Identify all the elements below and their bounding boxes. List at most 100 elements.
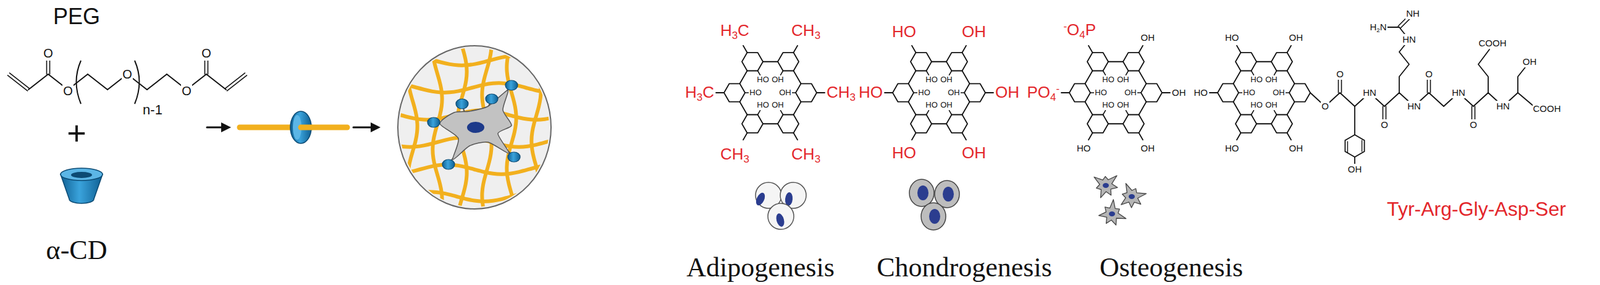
glycosidic-bond xyxy=(1256,122,1272,125)
text-run: H xyxy=(1369,21,1377,33)
text-run: OH xyxy=(1116,100,1130,110)
substituent-label: CH3 xyxy=(790,145,822,164)
mesh-strand xyxy=(389,55,563,65)
substituent-label: H3C xyxy=(719,21,750,41)
substituent-bond xyxy=(985,92,994,94)
glycosidic-bond xyxy=(931,61,947,63)
substituent-label: PO4- xyxy=(1026,83,1061,102)
chondrocyte-icon xyxy=(909,179,935,207)
text-run: OH xyxy=(1289,142,1304,154)
hydroxyl-label: HO xyxy=(917,88,931,98)
polymer-name: PEG xyxy=(52,3,101,30)
hydroxyl-label: OH xyxy=(939,100,954,110)
hydroxyl-bond xyxy=(1274,70,1277,75)
text-run: OH xyxy=(1116,74,1130,85)
substituent-label: OH xyxy=(994,83,1020,102)
hydroxyl-label: OH xyxy=(1123,88,1138,98)
hydroxyl-label: HO xyxy=(1076,142,1092,154)
tethered-cyclodextrin xyxy=(485,93,498,104)
text-run: CH xyxy=(791,144,815,164)
cyclodextrin-cavity xyxy=(71,171,93,178)
encapsulated-cell xyxy=(439,90,512,160)
substituent-bond xyxy=(1236,45,1242,53)
hydroxyl-label: HO xyxy=(1193,87,1209,98)
glycosidic-bond xyxy=(1287,70,1295,84)
glycosidic-bond xyxy=(1085,70,1093,84)
hydroxyl-bond xyxy=(757,110,761,115)
hydroxyl-bond xyxy=(780,70,784,75)
hydroxyl-label: OH xyxy=(1140,32,1156,43)
hydroxyl-bond xyxy=(949,70,952,75)
substituent-label: CH3 xyxy=(790,21,822,41)
glycosidic-bond xyxy=(1139,70,1147,84)
glycosidic-bond xyxy=(1233,101,1242,115)
text-run: OH xyxy=(1265,100,1278,110)
bond-line xyxy=(28,74,49,90)
polymer-thread xyxy=(300,124,312,131)
text-run: HO xyxy=(1225,142,1240,154)
cyclodextrin-icon xyxy=(60,168,103,181)
text-run: OH xyxy=(1272,87,1285,97)
text-run: NH xyxy=(1406,8,1420,19)
osteoblast-icon xyxy=(1098,199,1127,225)
glucose-ring xyxy=(892,83,914,102)
text-run: CH xyxy=(791,21,815,40)
substituent-bond xyxy=(884,92,893,94)
glucose-ring xyxy=(1271,114,1293,133)
text-run: HO xyxy=(1076,142,1091,154)
substituent-bond xyxy=(1088,45,1093,53)
glucose-ring xyxy=(1235,114,1257,133)
text-run: HO xyxy=(1250,74,1263,85)
hydroxyl-label: OH xyxy=(939,75,954,85)
substituent-label: HO xyxy=(891,143,917,163)
hydroxyl-label: OH xyxy=(770,75,785,85)
glycosidic-bond xyxy=(1256,61,1272,63)
chondrocyte-nucleus xyxy=(929,208,941,224)
text-run: OH xyxy=(1265,74,1278,85)
adipocyte-nucleus xyxy=(774,212,786,228)
substituent-bond xyxy=(715,92,725,94)
chondrocyte-nucleus xyxy=(942,186,954,202)
double-bond xyxy=(227,75,248,91)
text-run: O xyxy=(1380,119,1389,130)
atom-label: O xyxy=(42,46,54,61)
hydroxyl-label: OH xyxy=(778,88,792,98)
glucose-ring xyxy=(910,114,932,133)
glycosidic-bond xyxy=(931,122,947,125)
glucose-ring xyxy=(777,114,799,133)
peptide-atom-label: H2N xyxy=(1368,21,1387,33)
glycosidic-bond xyxy=(962,101,970,115)
script-run: 3 xyxy=(743,153,749,165)
atom-label: O xyxy=(181,84,193,99)
hydroxyl-bond xyxy=(949,110,952,115)
text-run: OH xyxy=(961,22,986,41)
phenol-ring xyxy=(1344,134,1365,157)
peptide-atom-label: HN xyxy=(1406,100,1422,112)
text-run: HO xyxy=(925,100,938,110)
substituent-bond xyxy=(1139,45,1144,53)
peptide-backbone xyxy=(1517,92,1534,107)
side-chain xyxy=(1478,49,1490,93)
glucose-ring xyxy=(1087,52,1109,71)
text-run: OH xyxy=(940,74,953,85)
text-run: O xyxy=(63,84,73,98)
substituent-bond xyxy=(911,132,917,140)
hydroxyl-label: HO xyxy=(1101,75,1116,85)
glucose-ring xyxy=(1123,114,1145,133)
text-run: C xyxy=(737,21,750,40)
hydroxyl-label: HO xyxy=(1094,88,1108,98)
glycosidic-bond xyxy=(762,61,778,63)
peptide-atom-label: O xyxy=(1424,68,1434,80)
substituent-bond xyxy=(962,45,967,53)
substituent-bond xyxy=(1061,92,1070,94)
hydroxyl-label: HO xyxy=(1249,100,1264,110)
text-run: HN xyxy=(1407,100,1421,112)
hydroxyl-label: HO xyxy=(1249,75,1264,85)
side-chain xyxy=(1354,106,1356,135)
glucose-ring xyxy=(1087,114,1109,133)
text-run: OH xyxy=(995,82,1020,102)
hydroxyl-bond xyxy=(1126,110,1129,115)
osteoblast-nucleus xyxy=(1108,211,1116,217)
atom-label: O xyxy=(62,84,74,99)
peptide-atom-label: HN xyxy=(1495,100,1511,112)
